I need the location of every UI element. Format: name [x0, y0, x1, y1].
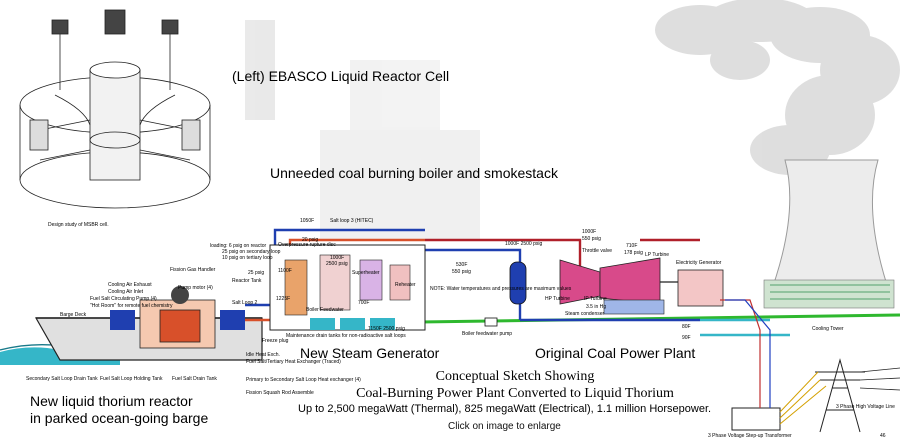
cooling-tower [763, 159, 895, 309]
boiler-fw-label: Boiler Feedwater [306, 307, 344, 313]
ground-line [419, 313, 900, 324]
fuel-drain-label: Fuel Salt Drain Tank [172, 376, 217, 382]
barge-heading-line1: New liquid thorium reactor [30, 393, 193, 409]
psig550-label: 550 psig [582, 236, 601, 242]
coal-plant-heading: Original Coal Power Plant [535, 345, 696, 361]
psig25-label: 25 psig [248, 270, 265, 276]
reactor-tank-label: Reactor Tank [232, 278, 262, 284]
pump-motor-label: Pump motor (4) [178, 285, 213, 291]
ip-turbine-label: IP Turbine [584, 296, 607, 302]
reheater-label: Reheater [395, 282, 416, 288]
overpressure-label: Overpressure rupture disc [278, 242, 336, 248]
design-study-label: Design study of MSBR cell. [48, 222, 109, 228]
t1150-label: 1150F 2500 psig [368, 326, 405, 332]
boiler-heading: Unneeded coal burning boiler and smokest… [270, 165, 558, 181]
psig2500-label: 2500 psig [326, 261, 348, 267]
psig178-label: 178 psig [624, 250, 643, 256]
t80-label: 80F [682, 324, 691, 330]
hot-room-label: "Hot Room" for remote fuel chemistry [90, 303, 173, 309]
barge-heading-line2: in parked ocean-going barge [30, 410, 209, 426]
hg-label: 3.5 in Hg [586, 304, 607, 310]
fuel-pump-label: Fuel Salt Circulating Pump (4) [90, 296, 157, 302]
step-up-transformer [720, 299, 900, 431]
t1000-label: 1000F [330, 255, 345, 261]
elec-gen-label: Electricity Generator [676, 260, 722, 266]
note-label: NOTE: Water temperatures and pressures a… [430, 286, 572, 292]
superheater-label: Superheater [352, 270, 380, 276]
transformer-label: 3 Phase Voltage Step-up Transformer [708, 433, 792, 439]
freeze-plug-label: Freeze plug [262, 338, 289, 344]
boiler-pump-label: Boiler feedwater pump [462, 331, 513, 337]
t710-label: 710F [626, 243, 638, 249]
loading-label-1: loading: 6 psig on reactor [210, 243, 267, 249]
boiler-feedwater-tank [484, 261, 527, 327]
fuel-salt-heat-label: Fuel Salt/Tertiary Heat Exchanger (Trace… [246, 359, 341, 365]
t530-label: 530F [456, 262, 468, 268]
t1050-label: 1050F [300, 218, 315, 224]
smoke-plume [655, 0, 900, 175]
caption-line1: Conceptual Sketch Showing [435, 369, 595, 384]
t1000b-label: 1000F 2500 psig [505, 241, 543, 247]
psig20-label: 20 psig [302, 237, 319, 243]
t1225-label: 1225F [276, 296, 291, 302]
t1000c-label: 1000F [582, 229, 597, 235]
page-mark: 46 [880, 433, 886, 439]
cooling-tower-label: Cooling Tower [812, 326, 844, 332]
ebasco-reactor-cell-sketch [19, 9, 211, 209]
lp-turbine-label: LP Turbine [645, 252, 670, 258]
barge-deck-label: Barge Deck [60, 312, 87, 318]
caption-line4[interactable]: Click on image to enlarge [448, 421, 561, 432]
steam-generator-heading: New Steam Generator [300, 345, 440, 361]
cooling-inlet-label: Cooling Air Inlet [108, 289, 144, 295]
ebasco-heading: (Left) EBASCO Liquid Reactor Cell [232, 68, 450, 84]
caption-line3: Up to 2,500 megaWatt (Thermal), 825 mega… [298, 403, 712, 415]
molten-salt-reactor [110, 286, 245, 349]
t700-label: 700F [358, 300, 370, 306]
turbine-set [559, 257, 724, 315]
sec-drain-label: Secondary Salt Loop Drain Tank [26, 376, 98, 382]
fuel-hold-label: Fuel Salt Loop Holding Tank [100, 376, 163, 382]
caption-line2: Coal-Burning Power Plant Converted to Li… [356, 386, 674, 401]
hv-line-label: 3 Phase High Voltage Line [836, 404, 895, 410]
primary-sec-label: Primary to Secondary Salt Loop Heat exch… [246, 377, 361, 383]
psig550b-label: 550 psig [452, 269, 471, 275]
idle-heat-label: Idle Heat Exch. [246, 352, 280, 358]
salt-loop2-label: Salt Loop 2 [232, 300, 258, 306]
drain-tanks-label: Maintenance drain tanks for non-radioact… [286, 333, 406, 339]
throttle-label: Throttle valve [582, 248, 613, 254]
hp-turbine-label: HP Turbine [545, 296, 570, 302]
loading-label-2: 25 psig on secondary loop [222, 249, 281, 255]
t1100-label: 1100F [278, 268, 292, 274]
loading-label-3: 10 psig on tertiary loop [222, 255, 273, 261]
fission-gas-label: Fission Gas Handler [170, 267, 216, 273]
fission-rod-label: Fission Squash Rod Assemble [246, 390, 314, 396]
t90-label: 90F [682, 335, 691, 341]
new-steam-generator [269, 244, 426, 331]
faded-coal-plant-background [245, 20, 480, 240]
salt-loop3-label: Salt loop 3 (HITEC) [330, 218, 374, 224]
condenser-label: Steam condenser [565, 311, 605, 317]
cooling-air-label: Cooling Air Exhaust [108, 282, 152, 288]
high-voltage-pylon [815, 358, 865, 433]
